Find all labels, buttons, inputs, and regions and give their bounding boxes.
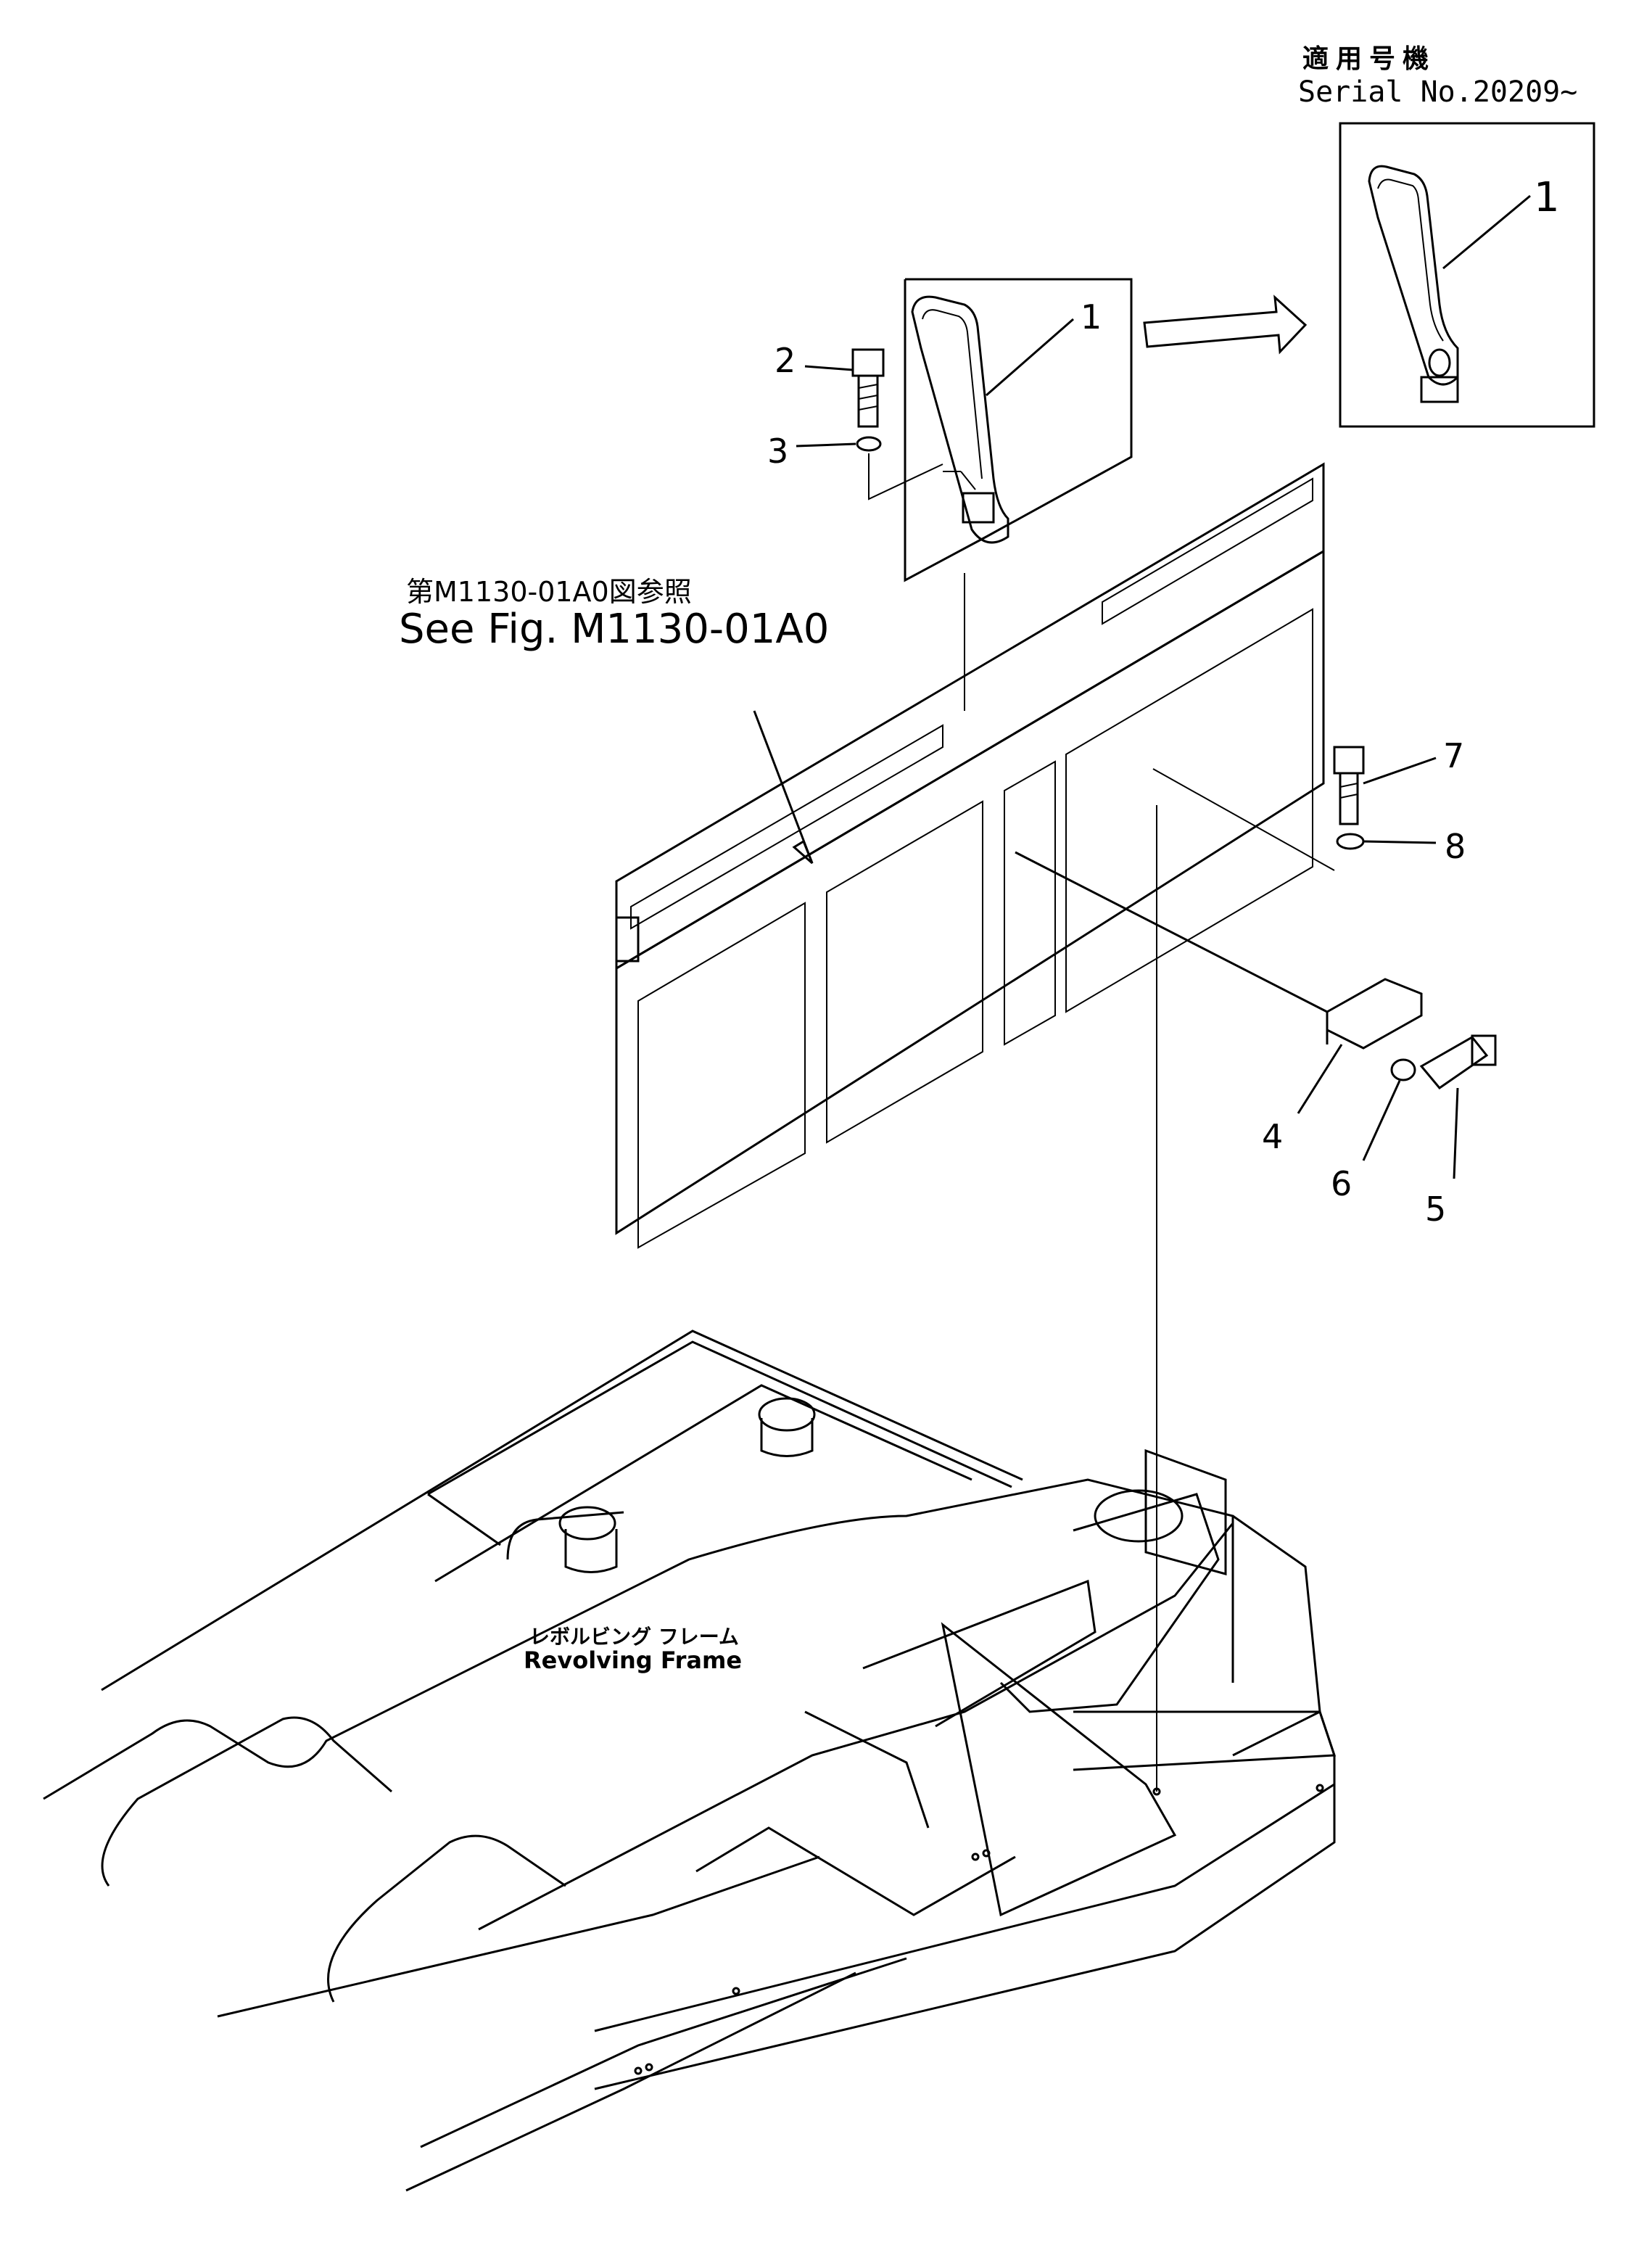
callout-5: 5 [1425,1190,1447,1229]
see-fig-label-ja: 第M1130-01A0図参照 [406,576,692,608]
handrail-frame-assembly [615,462,1335,1249]
inset-handrail-box [1339,122,1595,428]
inset-arrow [1143,294,1308,355]
frame-name-en: Revolving Frame [524,1647,743,1674]
callout-3: 3 [767,432,789,471]
callout-8: 8 [1445,827,1466,866]
inset-callout-1: 1 [1534,174,1560,221]
callout-2: 2 [775,341,796,380]
applicability-label-ja: 適用号機 [1302,44,1437,74]
serial-number-label: Serial No.20209~ [1298,75,1578,109]
callout-1: 1 [1081,297,1102,337]
handrail-detail-box [904,278,1133,582]
callout-6: 6 [1331,1164,1352,1203]
revolving-frame [43,1330,1337,2192]
bracket-4-bolt-5-washer-6 [1297,978,1497,1179]
callout-4: 4 [1262,1117,1284,1156]
callout-7: 7 [1443,736,1465,775]
frame-name-ja: レボルビング フレーム [529,1625,739,1649]
bolt-7-washer-8 [1333,746,1437,850]
see-fig-label-en: See Fig. M1130-01A0 [399,606,830,653]
bolt-2-washer-3 [796,348,943,500]
